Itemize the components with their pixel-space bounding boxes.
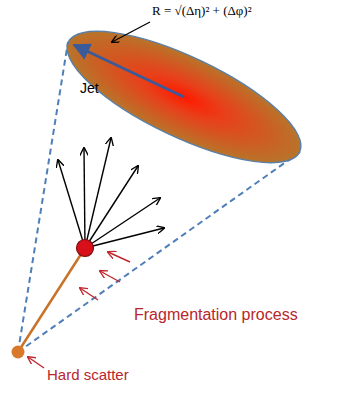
fragmentation-dot [77,240,94,257]
particle-arrows [58,138,164,248]
jet-cone-ellipse [51,6,317,188]
process-label: Fragmentation process [134,306,298,324]
point-label: Hard scatter [47,366,129,383]
radius-arrow [74,45,184,97]
hard-scatter-dot [12,346,25,359]
formula-label: R = √(Δη)² + (Δφ)² [152,4,252,19]
leader-arrow [112,22,150,42]
cone-edge [18,152,300,352]
cone-edge [18,42,68,352]
hard-scatter-arrow [28,357,44,368]
parton-line [18,248,85,352]
jet-label: Jet [80,80,99,96]
fragmentation-arrows [80,252,130,300]
